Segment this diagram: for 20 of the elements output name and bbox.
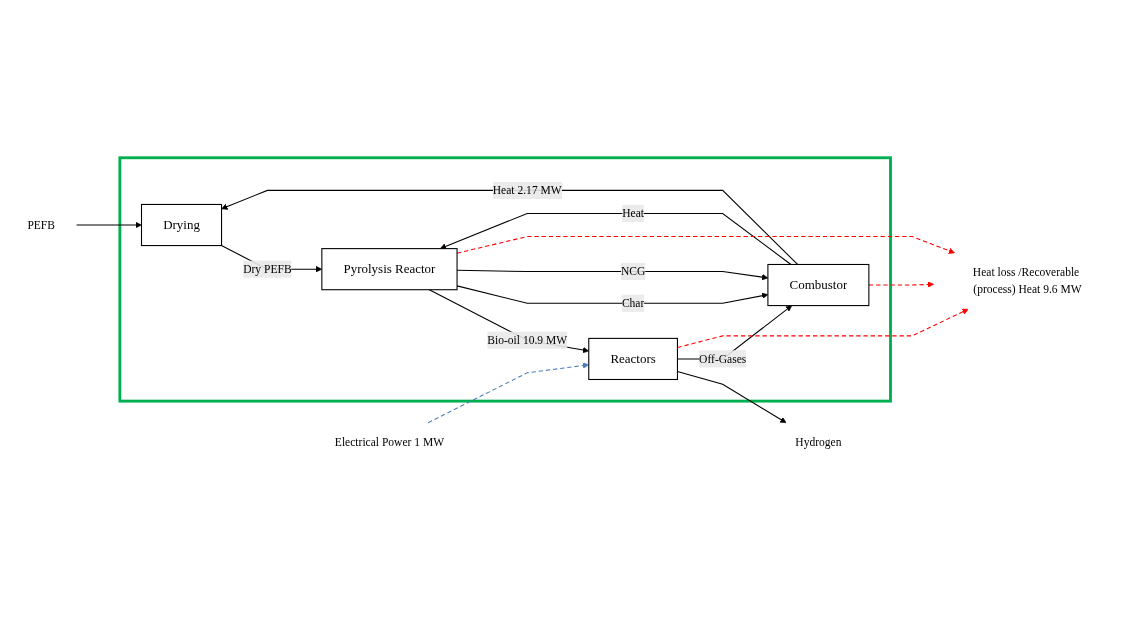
node-box: Combustor (767, 263, 870, 306)
arrow (221, 189, 799, 265)
edge-label: Heat 2.17 MW (492, 183, 562, 196)
cluster (118, 156, 892, 403)
node-box: Reactors (588, 337, 678, 380)
arrow (76, 221, 142, 228)
edge-label: Bio-oil 10.9 MW (487, 333, 568, 346)
arrow (440, 212, 792, 265)
node-box: Pyrolysis Reactor (321, 247, 458, 291)
edge-label: Heat (622, 206, 644, 219)
edge-label: Off-Gases (699, 352, 747, 365)
arrow (868, 281, 935, 288)
node-box: Drying (140, 203, 223, 246)
node-text: Electrical Power 1 MW (334, 435, 445, 448)
edge-label: Char (621, 296, 645, 309)
node-text: Hydrogen (795, 435, 842, 448)
edge-label: Dry PEFB (243, 262, 292, 275)
node-text: PEFB (27, 218, 55, 231)
node-text: Heat loss /Recoverable (process) Heat 9.6 MW (972, 265, 1082, 296)
edge-label: NCG (620, 264, 646, 278)
